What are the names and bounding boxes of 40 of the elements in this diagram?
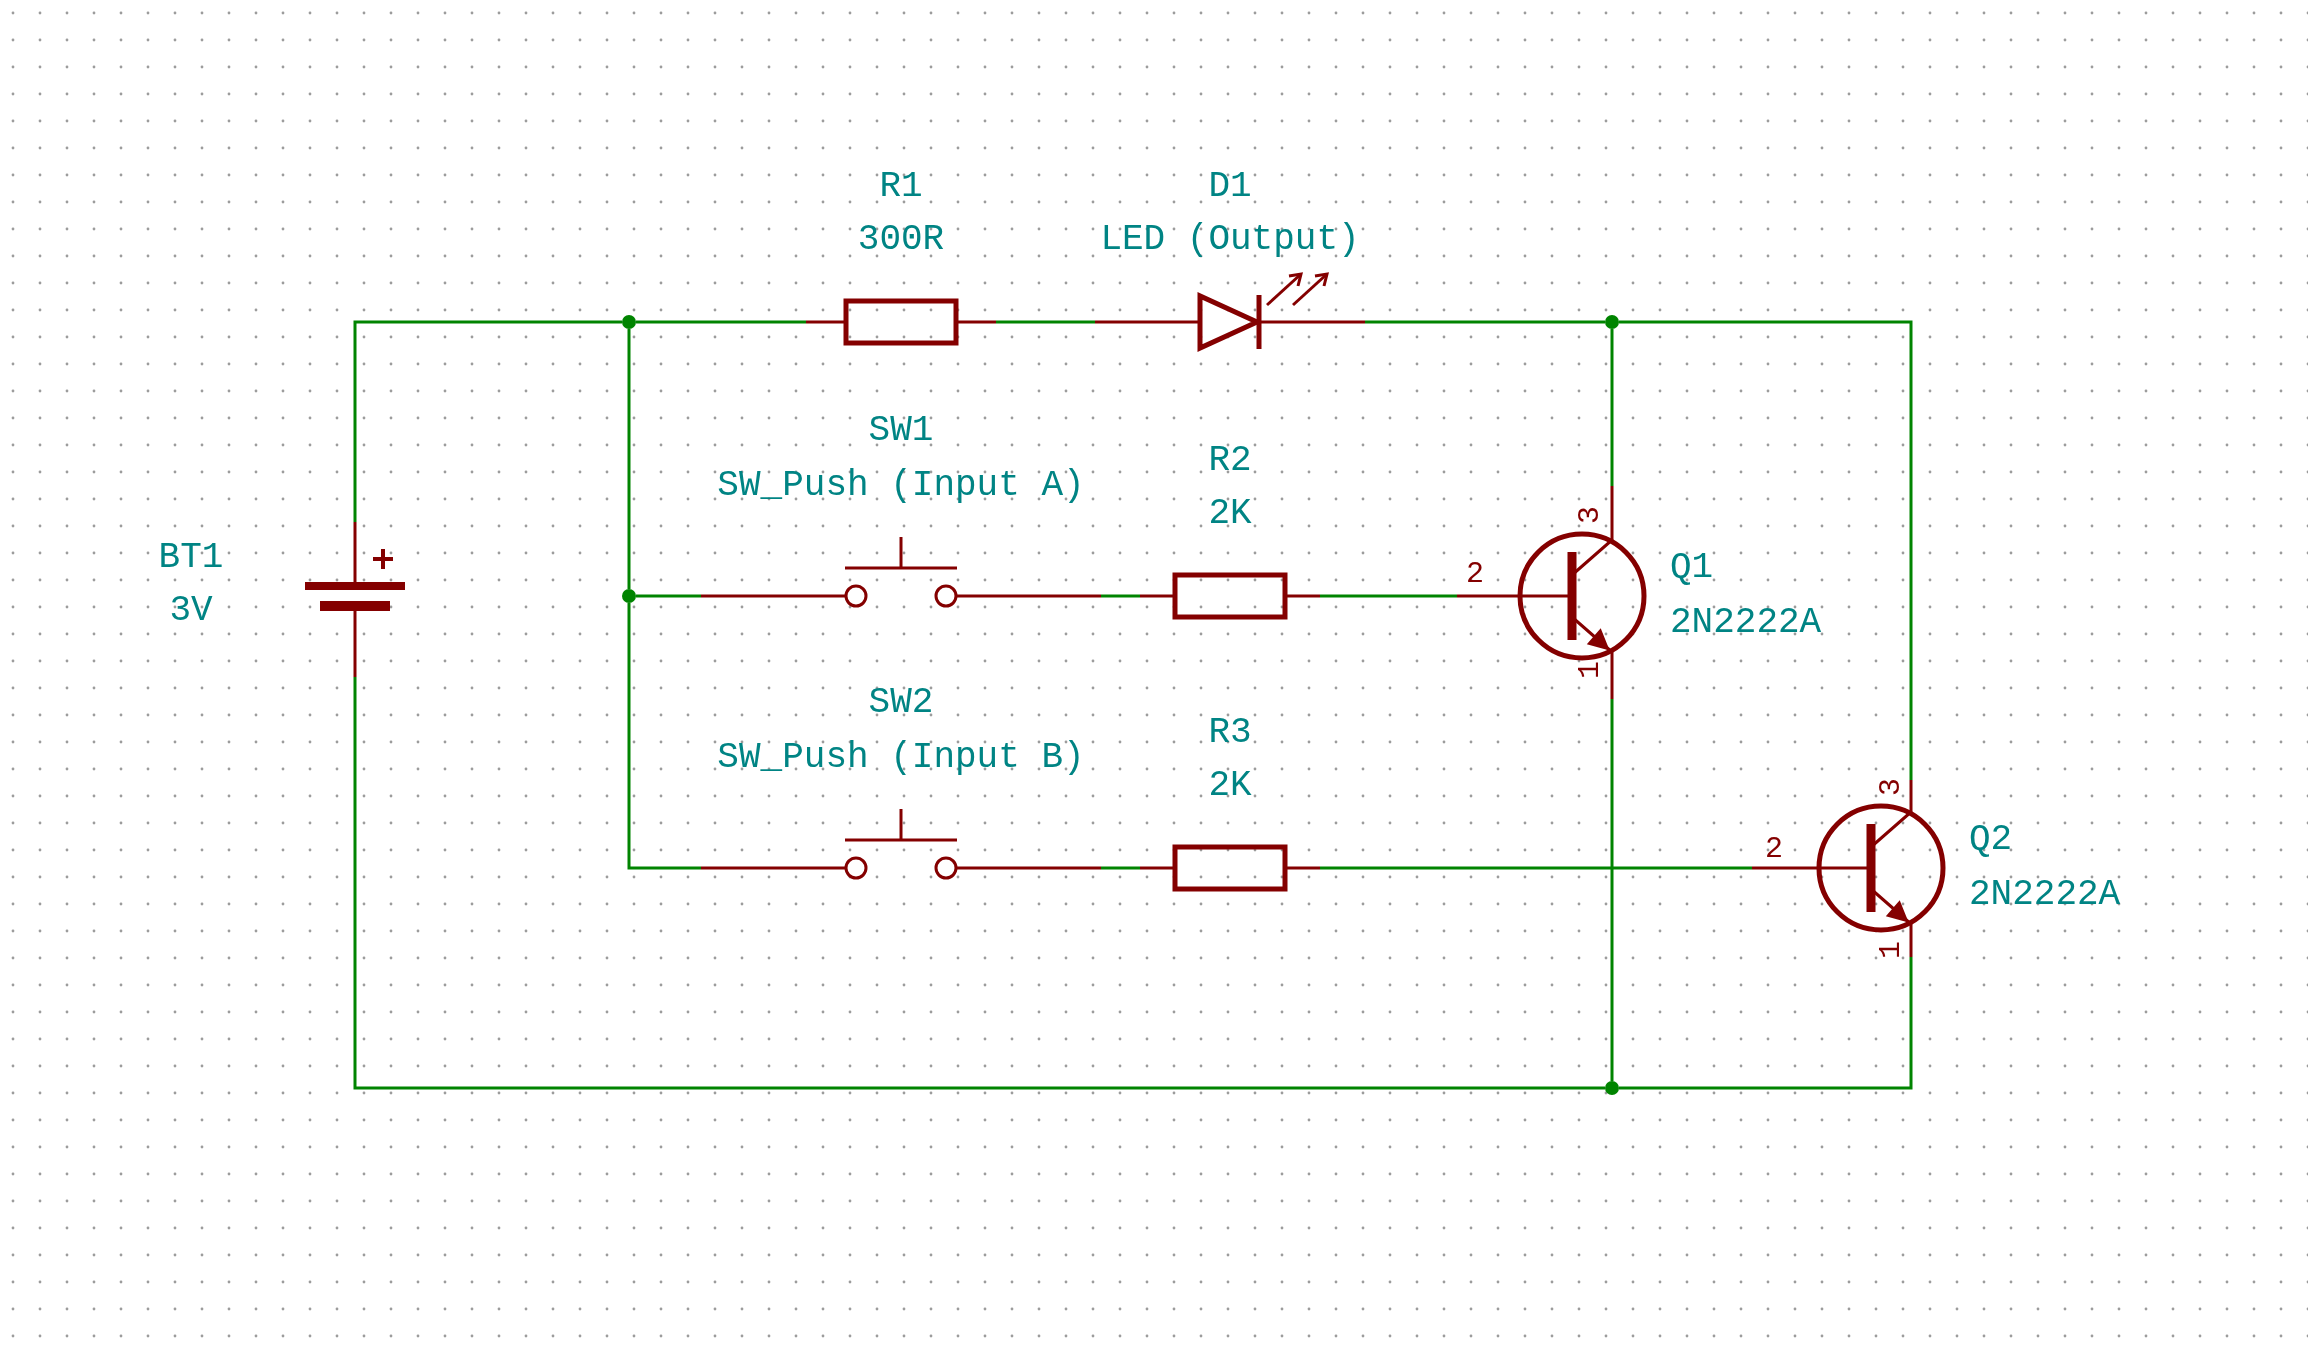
component-value: 2N2222A [1670,605,1822,641]
wire [353,677,1605,1090]
pin-number: 1 [1876,941,1906,959]
wire [1101,866,1140,870]
component-reference: R1 [879,169,923,205]
component-reference: R2 [1208,443,1252,479]
pin-number: 3 [1876,778,1906,796]
wire [1619,320,1913,780]
component-value: 2K [1208,768,1252,804]
wire [1365,320,1605,324]
component-value: 3V [169,593,213,629]
pin-number: 2 [1466,559,1484,589]
component-value: SW_Push (Input A) [717,468,1085,504]
wire [1610,329,1614,486]
component-reference: R3 [1208,715,1252,751]
component-reference: Q1 [1670,550,1714,586]
wire [627,603,701,870]
wire [1619,957,1913,1090]
wire [636,320,806,324]
component-value: LED (Output) [1100,222,1360,258]
component-reference: SW2 [868,685,934,721]
component-reference: D1 [1208,169,1252,205]
wire [636,594,701,598]
component-reference: SW1 [868,413,934,449]
pin-number: 1 [1575,661,1605,679]
wire [1320,866,1752,870]
wire [627,329,631,589]
component-reference: BT1 [158,540,224,576]
component-value: 300R [857,222,945,258]
wire [996,320,1095,324]
component-value: 2N2222A [1969,877,2121,913]
pin-number: 2 [1765,834,1783,864]
wire [353,320,622,522]
wire [1101,594,1140,598]
component-reference: Q2 [1969,822,2013,858]
wire [1610,699,1614,1081]
wire [1320,594,1457,598]
component-value: 2K [1208,496,1252,532]
component-value: SW_Push (Input B) [717,740,1085,776]
pin-number: 3 [1575,506,1605,524]
